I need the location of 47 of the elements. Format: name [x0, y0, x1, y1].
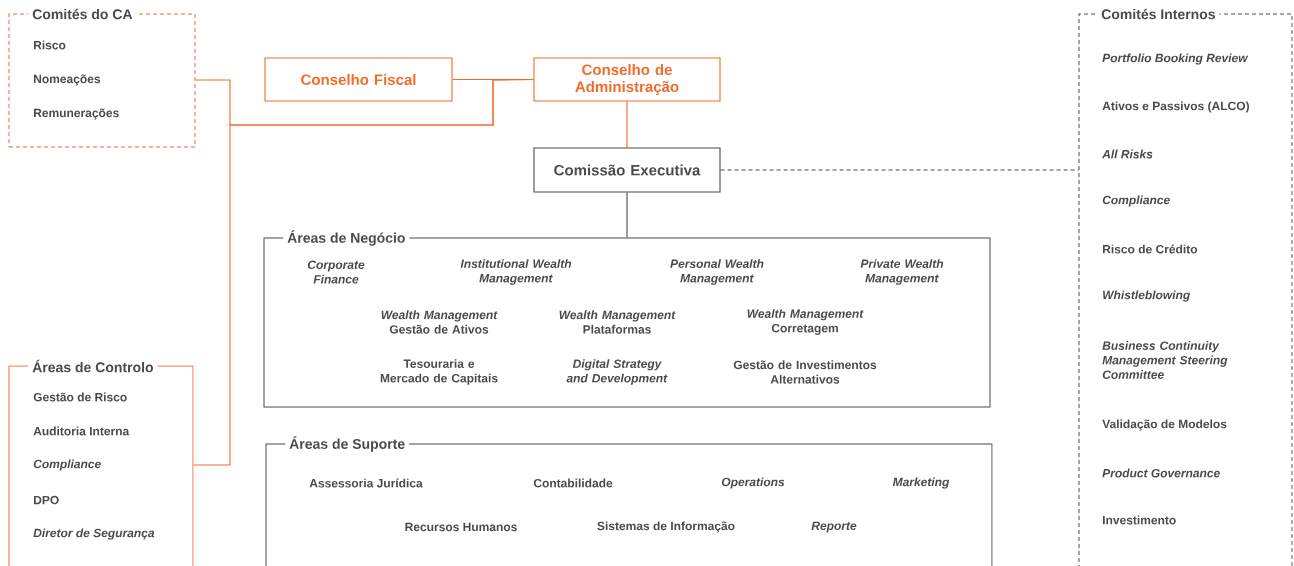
group-heading: Áreas de Negócio — [283, 226, 410, 250]
unit-name: Wealth Management Gestão de Ativos — [381, 310, 498, 334]
unit-name: Validação de Modelos — [1102, 419, 1227, 431]
unit-name: Institutional Wealth Management — [460, 259, 572, 285]
unit-name: Product Governance — [1102, 468, 1220, 478]
connector-line — [626, 101, 628, 148]
unit-name: Gestão de Investimentos Alternativos — [733, 360, 877, 384]
group-heading: Comités do CA — [28, 4, 137, 24]
unit-name: Digital Strategy and Development — [566, 359, 668, 385]
unit-name: Private Wealth Management — [860, 259, 944, 285]
unit-name: Whistleblowing — [1103, 290, 1190, 302]
connector-line — [192, 78, 534, 466]
unit-name: DPO — [34, 495, 59, 505]
group-heading: Áreas de Suporte — [285, 432, 410, 456]
unit-name: Wealth Management Plataformas — [559, 310, 676, 334]
unit-name: Portfolio Booking Review — [1102, 53, 1249, 65]
unit-name: Wealth Management Corretagem — [747, 309, 864, 335]
unit-name: Compliance — [33, 459, 101, 471]
connector-line — [720, 169, 1080, 171]
org-box: Conselho Fiscal — [264, 57, 453, 102]
unit-name: Risco de Crédito — [1103, 244, 1198, 254]
group-heading: Áreas de Controlo — [28, 355, 158, 377]
group-heading: Comités Internos — [1097, 4, 1220, 24]
unit-name: Reporte — [811, 521, 857, 533]
unit-name: Ativos e Passivos (ALCO) — [1102, 101, 1249, 113]
unit-name: Contabilidade — [533, 478, 613, 488]
unit-name: Marketing — [892, 477, 950, 489]
unit-name: Personal Wealth Management — [670, 259, 764, 285]
org-box: Conselho de Administração — [533, 57, 721, 102]
unit-name: Corporate Finance — [307, 260, 365, 284]
unit-name: Sistemas de Informação — [597, 521, 735, 533]
unit-name: Investimento — [1103, 515, 1176, 525]
unit-name: Risco — [34, 40, 66, 50]
unit-name: Compliance — [1102, 195, 1170, 207]
unit-name: Remunerações — [34, 108, 119, 120]
unit-name: Diretor de Segurança — [33, 528, 155, 540]
unit-name: Operations — [721, 477, 785, 489]
unit-name: Nomeações — [34, 74, 101, 86]
unit-name: Recursos Humanos — [405, 522, 517, 532]
unit-name: Business Continuity Management Steering Committee — [1102, 341, 1228, 379]
unit-name: Auditoria Interna — [33, 426, 130, 436]
unit-name: Assessoria Jurídica — [309, 478, 423, 488]
unit-name: All Risks — [1101, 149, 1153, 159]
unit-name: Gestão de Risco — [33, 392, 127, 402]
connector-line — [626, 192, 628, 239]
unit-name: Tesouraria e Mercado de Capitais — [380, 359, 498, 385]
org-box: Comissão Executiva — [533, 147, 721, 193]
